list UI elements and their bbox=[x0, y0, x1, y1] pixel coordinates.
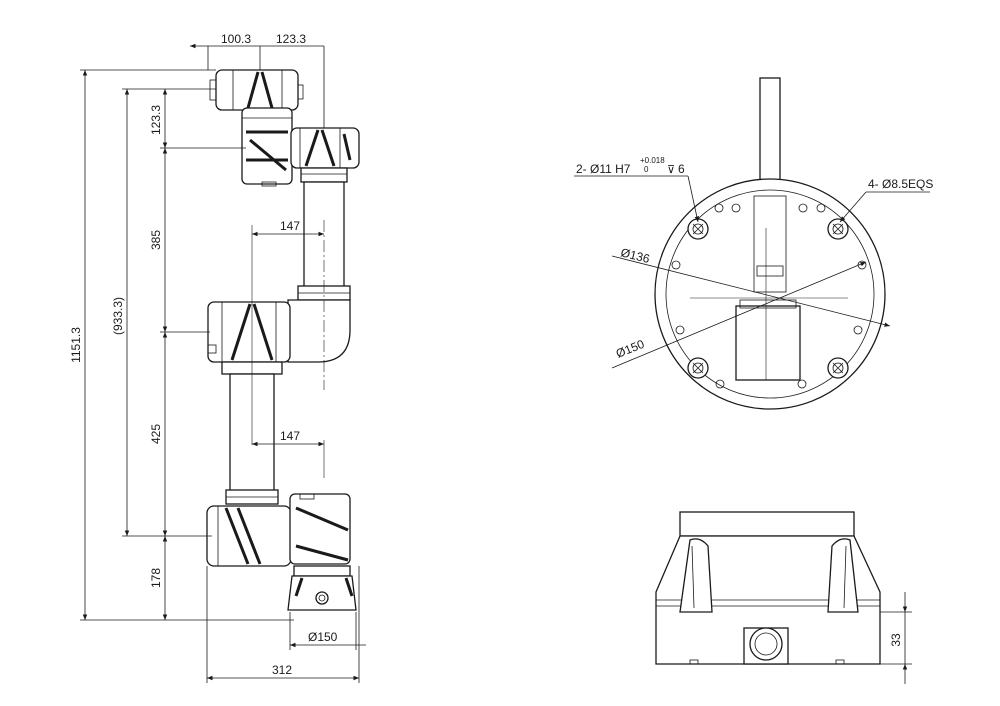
label-depth: 6 bbox=[678, 162, 685, 176]
dim-bolt-circle: Ø136 bbox=[619, 245, 651, 266]
dim-base-height: 178 bbox=[149, 568, 163, 588]
side-view-dimensions: 100.3 123.3 123.3 385 425 178 (933.3) 11… bbox=[69, 32, 366, 683]
robot-side-view bbox=[206, 69, 360, 611]
dim-outer: Ø150 bbox=[614, 337, 647, 361]
shoulder-joint bbox=[206, 493, 351, 567]
robot-base bbox=[287, 565, 357, 611]
dim-wrist-vertical: 123.3 bbox=[149, 105, 163, 135]
elbow-joint bbox=[207, 299, 351, 363]
base-front-view: 33 bbox=[655, 511, 912, 684]
base-flange-view: Ø136 Ø150 2- Ø11 H7 +0.018 0 ⊽ 6 4- Ø8.5… bbox=[574, 77, 933, 410]
dim-reach-ref: (933.3) bbox=[111, 297, 125, 335]
dim-total-height: 1151.3 bbox=[69, 327, 83, 363]
dim-upper-arm: 385 bbox=[149, 230, 163, 250]
label-bolt-holes: 4- Ø8.5EQS bbox=[868, 177, 933, 191]
dim-offset-lower: 147 bbox=[280, 429, 300, 443]
dim-base-height-33: 33 bbox=[889, 633, 903, 647]
dim-base-diameter: Ø150 bbox=[308, 630, 338, 644]
dim-forearm: 425 bbox=[149, 424, 163, 444]
wrist-top-joint bbox=[209, 69, 304, 111]
label-pin-holes: 2- Ø11 H7 bbox=[576, 162, 631, 176]
dim-total-width: 312 bbox=[272, 663, 292, 677]
dim-offset-upper: 147 bbox=[280, 219, 300, 233]
wrist-lower-joint bbox=[290, 127, 360, 169]
flange-small-holes bbox=[671, 203, 867, 389]
label-tolerance-lower: 0 bbox=[644, 165, 649, 174]
depth-icon: ⊽ bbox=[667, 164, 675, 176]
label-tolerance-upper: +0.018 bbox=[640, 156, 665, 165]
dim-top-left: 100.3 bbox=[221, 32, 251, 46]
wrist-middle-joint bbox=[241, 107, 293, 187]
flange-mount-holes bbox=[687, 218, 849, 379]
dim-top-right: 123.3 bbox=[276, 32, 306, 46]
